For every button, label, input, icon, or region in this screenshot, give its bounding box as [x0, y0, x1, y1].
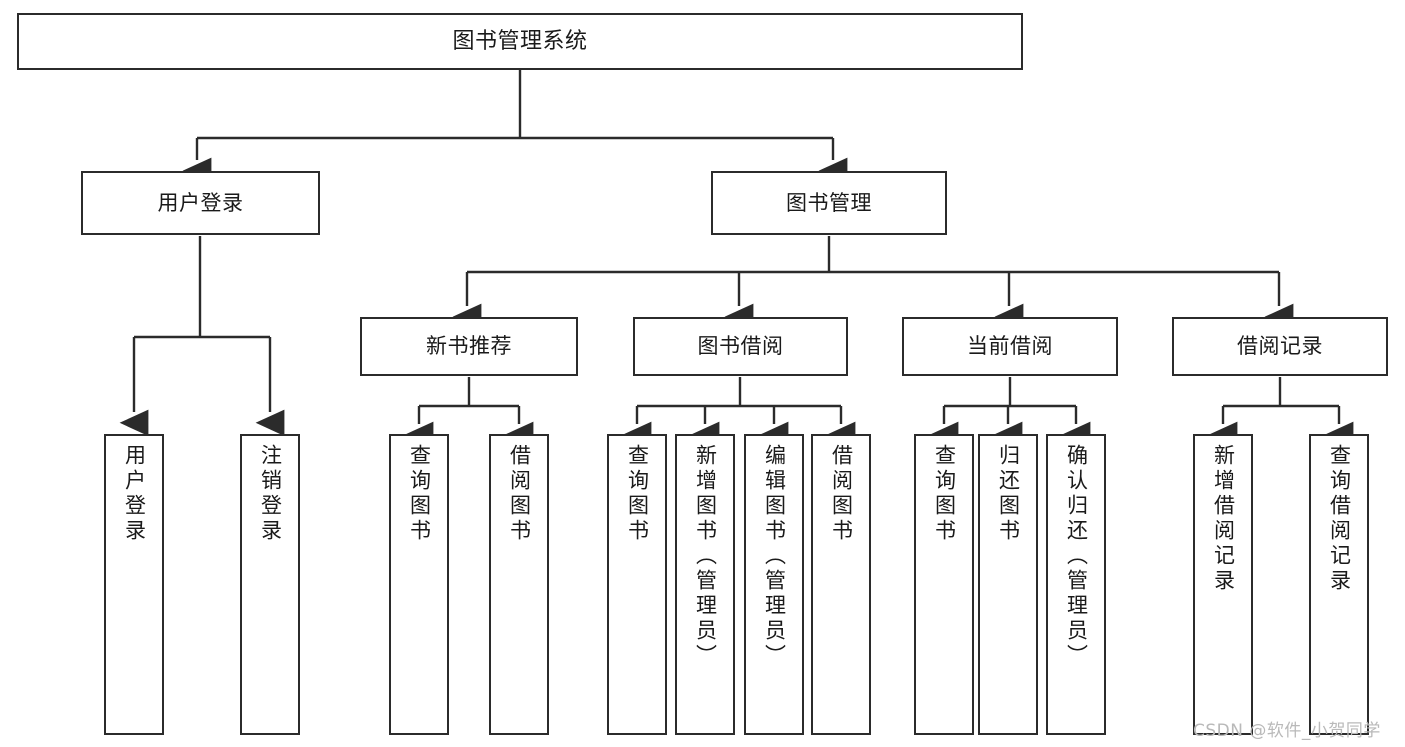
leaf-add-book-admin[interactable]: 新增图书（管理员）: [675, 434, 735, 735]
node-label: 借阅图书: [829, 444, 854, 544]
watermark-text: CSDN @软件_小贺同学: [1193, 721, 1381, 741]
node-root-book-management-system[interactable]: 图书管理系统: [17, 13, 1023, 70]
node-user-login[interactable]: 用户登录: [81, 171, 320, 235]
node-book-borrow[interactable]: 图书借阅: [633, 317, 848, 376]
leaf-query-borrow-record[interactable]: 查询借阅记录: [1309, 434, 1369, 735]
node-label: 新增图书（管理员）: [693, 444, 718, 669]
node-label: 查询图书: [932, 444, 957, 544]
node-label: 图书管理: [786, 190, 872, 215]
leaf-confirm-return-admin[interactable]: 确认归还（管理员）: [1046, 434, 1106, 735]
node-label: 新增借阅记录: [1211, 444, 1236, 594]
leaf-query-book-recommend[interactable]: 查询图书: [389, 434, 449, 735]
node-book-management[interactable]: 图书管理: [711, 171, 947, 235]
node-label: 当前借阅: [967, 334, 1053, 359]
leaf-borrow-book-recommend[interactable]: 借阅图书: [489, 434, 549, 735]
node-label: 查询借阅记录: [1327, 444, 1352, 594]
node-label: 归还图书: [996, 444, 1021, 544]
leaf-return-book[interactable]: 归还图书: [978, 434, 1038, 735]
node-label: 编辑图书（管理员）: [762, 444, 787, 669]
node-label: 新书推荐: [426, 334, 512, 359]
node-label: 用户登录: [157, 190, 244, 215]
node-label: 查询图书: [407, 444, 432, 544]
leaf-borrow-book[interactable]: 借阅图书: [811, 434, 871, 735]
node-label: 借阅记录: [1237, 334, 1323, 359]
node-new-book-recommend[interactable]: 新书推荐: [360, 317, 578, 376]
leaf-logout[interactable]: 注销登录: [240, 434, 300, 735]
leaf-add-borrow-record[interactable]: 新增借阅记录: [1193, 434, 1253, 735]
leaf-query-book-borrow[interactable]: 查询图书: [607, 434, 667, 735]
node-borrow-record[interactable]: 借阅记录: [1172, 317, 1388, 376]
node-label: 图书管理系统: [452, 28, 588, 54]
node-current-borrow[interactable]: 当前借阅: [902, 317, 1118, 376]
node-label: 查询图书: [625, 444, 650, 544]
node-label: 图书借阅: [697, 334, 784, 359]
leaf-user-login[interactable]: 用户登录: [104, 434, 164, 735]
node-label: 确认归还（管理员）: [1064, 444, 1089, 669]
node-label: 用户登录: [122, 444, 147, 544]
node-label: 注销登录: [258, 444, 283, 544]
leaf-edit-book-admin[interactable]: 编辑图书（管理员）: [744, 434, 804, 735]
node-label: 借阅图书: [507, 444, 532, 544]
leaf-query-book-current[interactable]: 查询图书: [914, 434, 974, 735]
